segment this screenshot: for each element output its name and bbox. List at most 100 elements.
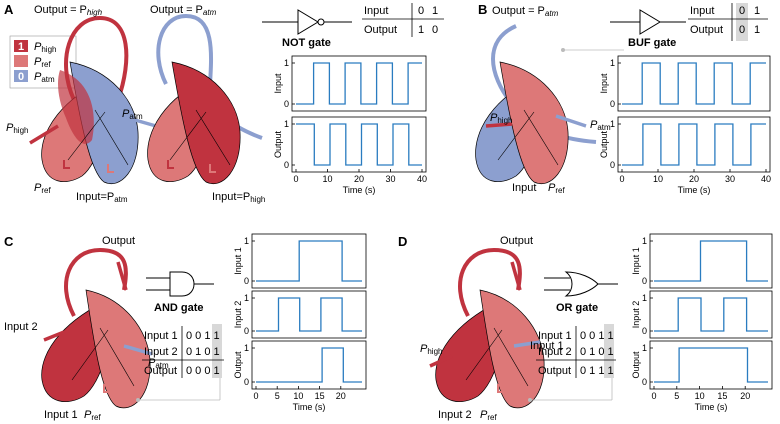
y-tick-label: 0 <box>642 276 647 286</box>
panel-letter: B <box>478 2 487 17</box>
y-tick-label: 0 <box>284 99 289 109</box>
gate-label: NOT gate <box>282 37 331 49</box>
x-tick-label: 40 <box>417 174 427 184</box>
x-tick-label: 0 <box>619 174 624 184</box>
y-tick-label: 1 <box>610 58 615 68</box>
tt-highlight <box>736 3 748 41</box>
panel-letter: D <box>398 234 407 249</box>
truth-table: Input 0 1 Output 1 0 <box>362 3 444 37</box>
plot-frame <box>291 55 427 112</box>
y-tick-label: 1 <box>244 293 249 303</box>
tt-cell: 0 <box>418 5 424 17</box>
tt-highlight <box>212 324 222 378</box>
plot-frame <box>649 233 773 289</box>
not-gate-device-input-low: Output = Phigh Phigh Patm Pref Input=Pat… <box>6 4 157 204</box>
label-input-2: Input 2 <box>4 321 38 333</box>
x-tick-label: 5 <box>275 391 280 401</box>
label-p-high: Phigh <box>6 122 28 135</box>
label-input-high: Input=Phigh <box>212 191 265 204</box>
x-tick-label: 40 <box>761 174 771 184</box>
label-output: Output <box>102 235 135 247</box>
legend-high-num: 1 <box>18 41 24 53</box>
plot-frame <box>617 55 771 112</box>
label-output-high: Output = Phigh <box>34 4 103 17</box>
legend-atm-label: Patm <box>34 71 55 84</box>
y-tick-label: 1 <box>642 293 647 303</box>
not-gate-device-input-high: Output = Patm Input=Phigh <box>147 4 265 204</box>
y-axis-label: Input 2 <box>631 301 641 329</box>
x-axis-label: Time (s) <box>695 402 728 412</box>
tt-cell: 1 <box>754 24 760 36</box>
plot-frame <box>649 340 773 390</box>
not-gate-symbol: NOT gate <box>262 9 352 49</box>
tt-cell: 0 <box>739 5 745 17</box>
y-axis-label: Input 1 <box>631 247 641 275</box>
y-tick-label: 0 <box>610 99 615 109</box>
label-output-atm: Output = Patm <box>492 5 559 18</box>
x-tick-label: 15 <box>717 391 727 401</box>
legend-swatch-atm <box>14 70 28 82</box>
signal-line <box>654 297 768 332</box>
output-tube <box>64 247 128 317</box>
tt-cell: 0 1 0 1 <box>186 346 220 358</box>
label-input-1: Input 1 <box>530 340 564 352</box>
label-p-ref: Pref <box>548 182 565 195</box>
x-tick-label: 15 <box>315 391 325 401</box>
x-axis-label: Time (s) <box>293 402 326 412</box>
signal-line <box>256 240 362 282</box>
tt-cell: 1 <box>418 24 424 36</box>
y-tick-label: 1 <box>244 236 249 246</box>
plot-frame <box>251 290 367 339</box>
label-p-ref: Pref <box>84 409 101 422</box>
or-gate-symbol: OR gate <box>544 271 618 314</box>
y-tick-label: 0 <box>642 326 647 336</box>
tt-cell: 0 <box>739 24 745 36</box>
x-tick-label: 20 <box>336 391 346 401</box>
and-gate-symbol: AND gate <box>146 271 214 314</box>
plot-frame <box>649 290 773 339</box>
tt-cell: Input <box>364 5 388 17</box>
y-tick-label: 1 <box>244 343 249 353</box>
x-tick-label: 0 <box>293 174 298 184</box>
label-input-1: Input 1 <box>44 409 78 421</box>
truth-table: Input 0 1 Output 0 1 <box>688 3 768 41</box>
y-tick-label: 0 <box>642 377 647 387</box>
y-tick-label: 1 <box>642 236 647 246</box>
y-axis-label: Input <box>599 73 609 94</box>
y-tick-label: 1 <box>610 119 615 129</box>
or-gate-device: Output Phigh Input 1 Input 2 Pref <box>420 235 613 422</box>
label-p-ref: Pref <box>480 409 497 422</box>
label-input-2: Input 2 <box>438 409 472 421</box>
y-axis-label: Output <box>273 130 283 158</box>
x-tick-label: 30 <box>725 174 735 184</box>
signal-line <box>622 123 766 166</box>
panel-c: C Output Input 2 Input 1 Pref Patm AN <box>4 234 224 422</box>
signal-line <box>256 297 362 332</box>
panel-a: A 1 Phigh Pref 0 Patm Output = Phigh <box>4 2 444 204</box>
label-p-high: Phigh <box>490 112 512 125</box>
truth-table: Input 1 0 0 1 1 Input 2 0 1 0 1 Output 0… <box>142 324 224 378</box>
leaf-input-2 <box>85 289 151 409</box>
tt-cell: 0 0 0 1 <box>186 365 220 377</box>
label-p-atm: Patm <box>122 108 143 121</box>
y-axis-label: Input <box>273 73 283 94</box>
legend-swatch-ref <box>14 55 28 67</box>
y-axis-label: Output <box>233 351 243 379</box>
legend-atm-num: 0 <box>18 71 24 83</box>
y-tick-label: 0 <box>244 326 249 336</box>
tt-cell: 0 1 1 1 <box>580 365 614 377</box>
label-p-atm: Patm <box>148 357 169 370</box>
label-input-atm: Input=Patm <box>76 191 128 204</box>
x-axis-label: Time (s) <box>343 185 376 195</box>
y-tick-label: 0 <box>610 160 615 170</box>
